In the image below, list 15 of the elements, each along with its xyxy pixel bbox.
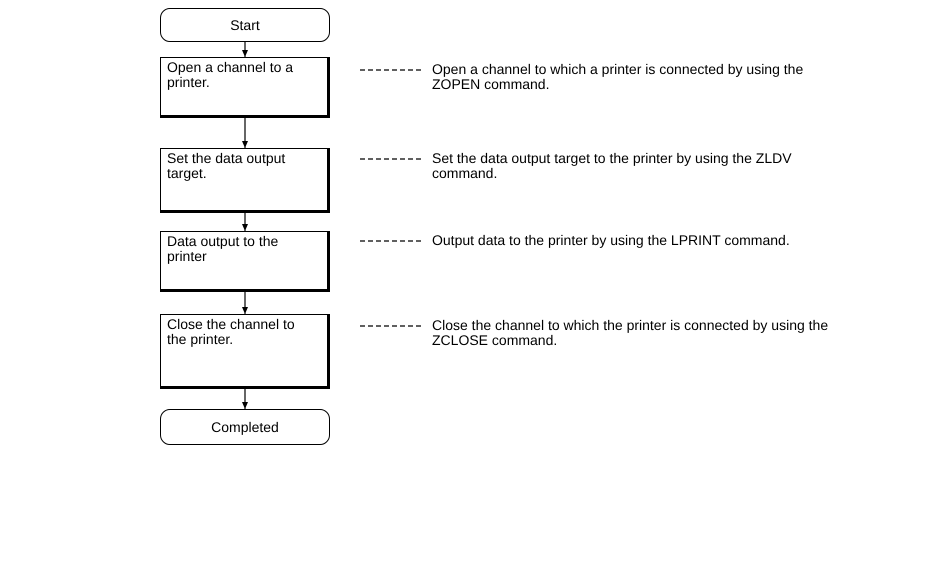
arrow: [242, 213, 248, 231]
process-box: Open a channel to a printer.: [160, 57, 330, 118]
arrow: [242, 292, 248, 314]
arrow: [242, 42, 248, 57]
dashed-connector: [360, 325, 424, 327]
dashed-connector: [360, 240, 424, 242]
process-box: Set the data output target.: [160, 148, 330, 213]
arrow: [242, 118, 248, 148]
process-box: Close the channel to the printer.: [160, 314, 330, 389]
dashed-connector: [360, 158, 424, 160]
terminal-box: Start: [160, 8, 330, 42]
arrow: [242, 389, 248, 409]
terminal-box: Completed: [160, 409, 330, 445]
dashed-connector: [360, 69, 424, 71]
process-box: Data output to the printer: [160, 231, 330, 292]
